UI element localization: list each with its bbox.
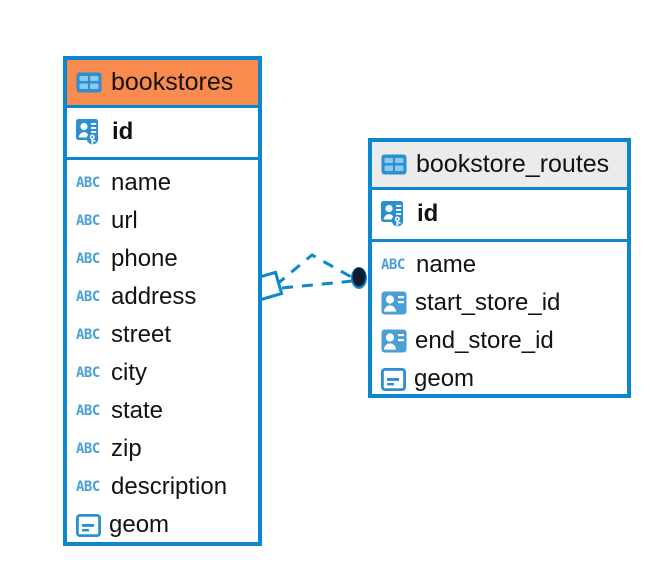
abc-text-icon: ABC: [76, 214, 103, 229]
column-label: state: [111, 397, 164, 424]
abc-text-icon: ABC: [76, 290, 103, 305]
column-row-id[interactable]: id: [372, 195, 627, 233]
column-label: end_store_id: [415, 327, 554, 354]
column-row-name[interactable]: ABC name: [372, 246, 627, 284]
column-row-start-store-id[interactable]: start_store_id: [372, 284, 627, 322]
abc-text-icon: ABC: [76, 176, 103, 191]
abc-icon-label: ABC: [76, 326, 100, 343]
abc-text-icon: ABC: [76, 366, 103, 381]
pk-section-bookstores: id: [67, 108, 258, 160]
column-label: phone: [111, 245, 178, 272]
abc-icon-label: ABC: [76, 364, 100, 381]
column-label: geom: [109, 511, 170, 538]
abc-icon-label: ABC: [76, 250, 100, 267]
column-row-geom[interactable]: geom: [67, 506, 258, 544]
relationship-line-lower: [281, 279, 354, 290]
table-icon: [76, 72, 102, 93]
column-row-name[interactable]: ABC name: [67, 164, 258, 202]
geometry-icon: [380, 367, 407, 391]
entity-title: bookstore_routes: [416, 150, 610, 178]
abc-text-icon: ABC: [76, 328, 103, 343]
column-label: id: [112, 118, 134, 145]
column-row-zip[interactable]: ABC zip: [67, 430, 258, 468]
abc-icon-label: ABC: [76, 288, 100, 305]
entity-header-bookstore-routes[interactable]: bookstore_routes: [372, 142, 627, 190]
entity-bookstore-routes[interactable]: bookstore_routes: [368, 138, 631, 398]
filled-circle-marker: [351, 267, 367, 289]
abc-icon-label: ABC: [76, 440, 100, 457]
geometry-icon: [75, 513, 102, 537]
column-label: id: [417, 200, 439, 227]
column-label: city: [111, 359, 147, 386]
abc-text-icon: ABC: [76, 252, 103, 267]
abc-icon-label: ABC: [381, 256, 405, 273]
foreign-key-icon: [381, 291, 407, 315]
column-row-phone[interactable]: ABC phone: [67, 240, 258, 278]
column-row-street[interactable]: ABC street: [67, 316, 258, 354]
primary-key-icon: [76, 118, 104, 146]
column-row-end-store-id[interactable]: end_store_id: [372, 322, 627, 360]
column-row-state[interactable]: ABC state: [67, 392, 258, 430]
column-label: start_store_id: [415, 289, 561, 316]
relationship-line-upper: [275, 253, 356, 287]
column-label: name: [111, 169, 172, 196]
abc-icon-label: ABC: [76, 478, 100, 495]
columns-section-bookstore-routes: ABC name start_store_id: [372, 242, 627, 404]
foreign-key-icon: [381, 329, 407, 353]
column-label: description: [111, 473, 228, 500]
entity-bookstores[interactable]: bookstores: [63, 56, 262, 546]
column-label: street: [111, 321, 172, 348]
column-label: zip: [111, 435, 142, 462]
columns-section-bookstores: ABC name ABC url ABC phone ABC: [67, 160, 258, 550]
column-row-url[interactable]: ABC url: [67, 202, 258, 240]
abc-icon-label: ABC: [76, 174, 100, 191]
abc-text-icon: ABC: [381, 258, 408, 273]
column-label: url: [111, 207, 138, 234]
table-icon: [381, 154, 407, 175]
abc-text-icon: ABC: [76, 404, 103, 419]
abc-text-icon: ABC: [76, 442, 103, 457]
abc-text-icon: ABC: [76, 480, 103, 495]
column-row-address[interactable]: ABC address: [67, 278, 258, 316]
pk-section-bookstore-routes: id: [372, 190, 627, 242]
column-row-geom[interactable]: geom: [372, 360, 627, 398]
entity-header-bookstores[interactable]: bookstores: [67, 60, 258, 108]
column-row-description[interactable]: ABC description: [67, 468, 258, 506]
column-row-id[interactable]: id: [67, 113, 258, 151]
column-label: address: [111, 283, 197, 310]
entity-title: bookstores: [111, 68, 234, 96]
primary-key-icon: [381, 200, 409, 228]
column-label: name: [416, 251, 477, 278]
column-label: geom: [414, 365, 475, 392]
abc-icon-label: ABC: [76, 402, 100, 419]
column-row-city[interactable]: ABC city: [67, 354, 258, 392]
abc-icon-label: ABC: [76, 212, 100, 229]
